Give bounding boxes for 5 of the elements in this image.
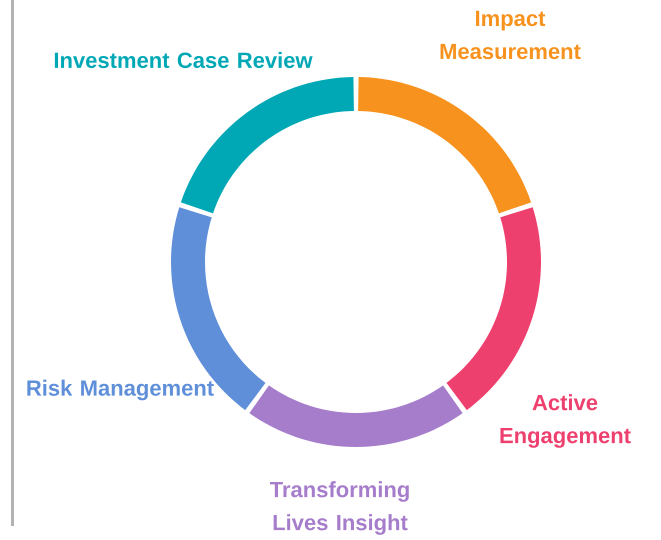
segment-label: Investment Case Review xyxy=(54,52,313,68)
segment-label: Transforming Lives Insight xyxy=(270,481,409,535)
segment-label: Risk Management xyxy=(27,380,214,400)
segment-label: Active Engagement xyxy=(500,394,631,448)
segment-label: Impact Measurement xyxy=(440,10,581,60)
